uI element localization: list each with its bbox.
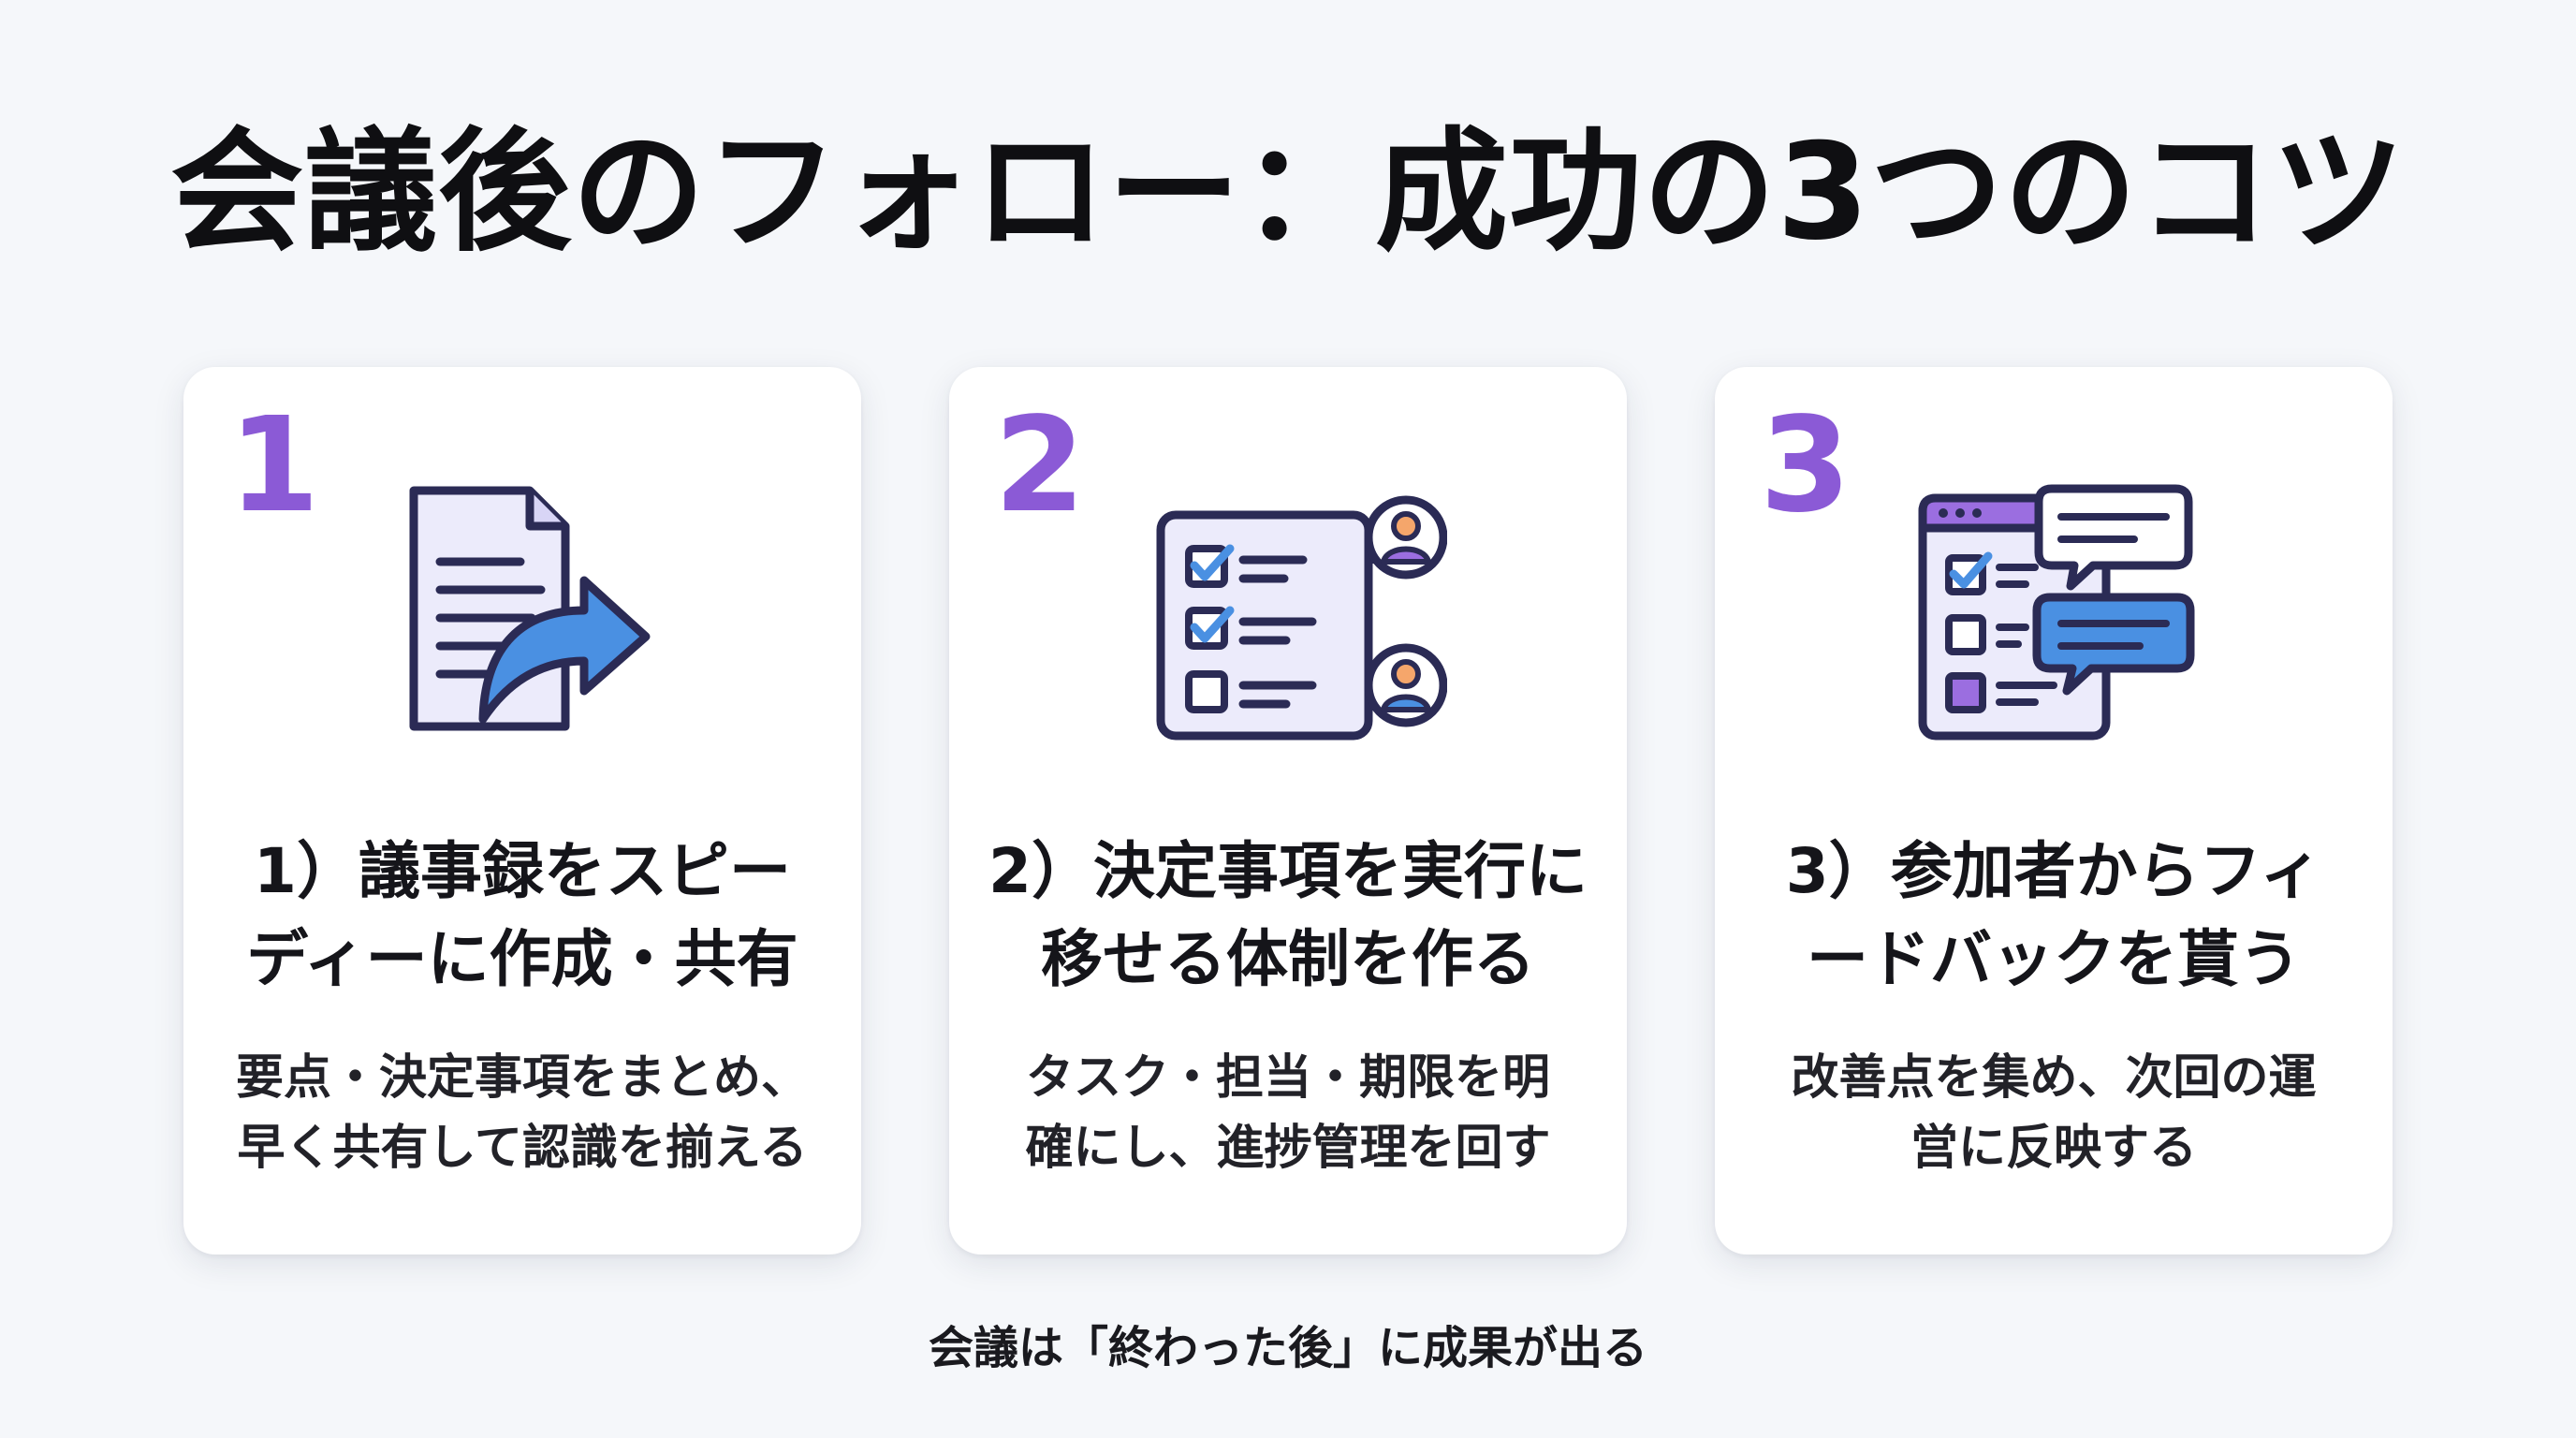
card-heading: 1）議事録をスピー ディーに作成・共有 xyxy=(212,828,833,1003)
card-heading: 2）決定事項を実行に 移せる体制を作る xyxy=(977,828,1599,1003)
card-heading-line: 2）決定事項を実行に xyxy=(988,835,1588,907)
tips-cards: 1 1）議事録をスピー ディーに作成・共有 要点・決定事項をまとめ、 早く共有し… xyxy=(183,367,2393,1255)
page-title: 会議後のフォロー：成功の3つのコツ xyxy=(170,115,2406,270)
card-description-line: 早く共有して認識を揃える xyxy=(237,1121,808,1177)
card-heading-line: ディーに作成・共有 xyxy=(246,922,798,995)
card-description-line: 営に反映する xyxy=(1910,1121,2197,1177)
card-heading-line: ードバックを貰う xyxy=(1807,922,2301,995)
tip-card-3: 3 xyxy=(1715,367,2393,1255)
card-number: 3 xyxy=(1760,389,1852,542)
card-description-line: 要点・決定事項をまとめ、 xyxy=(235,1050,809,1106)
card-heading-line: 3）参加者からフィ xyxy=(1785,835,2322,907)
card-description: タスク・担当・期限を明 確にし、進捗管理を回す xyxy=(977,1043,1599,1184)
tip-card-1: 1 1）議事録をスピー ディーに作成・共有 要点・決定事項をまとめ、 早く共有し… xyxy=(183,367,861,1255)
card-heading-line: 1）議事録をスピー xyxy=(254,835,791,907)
card-description-line: 改善点を集め、次回の運 xyxy=(1791,1050,2317,1106)
task-checklist-people-icon xyxy=(1156,495,1447,741)
card-description: 要点・決定事項をまとめ、 早く共有して認識を揃える xyxy=(212,1043,833,1184)
card-number: 2 xyxy=(994,389,1086,542)
card-heading: 3）参加者からフィ ードバックを貰う xyxy=(1743,828,2364,1003)
footer-note: 会議は「終わった後」に成果が出る xyxy=(928,1322,1647,1374)
card-description: 改善点を集め、次回の運 営に反映する xyxy=(1743,1043,2364,1184)
card-number: 1 xyxy=(228,389,320,542)
tip-card-2: 2 xyxy=(949,367,1627,1255)
feedback-chat-checklist-icon xyxy=(1918,484,2195,741)
card-description-line: タスク・担当・期限を明 xyxy=(1026,1050,1550,1106)
card-description-line: 確にし、進捗管理を回す xyxy=(1025,1121,1551,1177)
card-heading-line: 移せる体制を作る xyxy=(1041,922,1535,995)
document-share-icon xyxy=(409,486,651,731)
